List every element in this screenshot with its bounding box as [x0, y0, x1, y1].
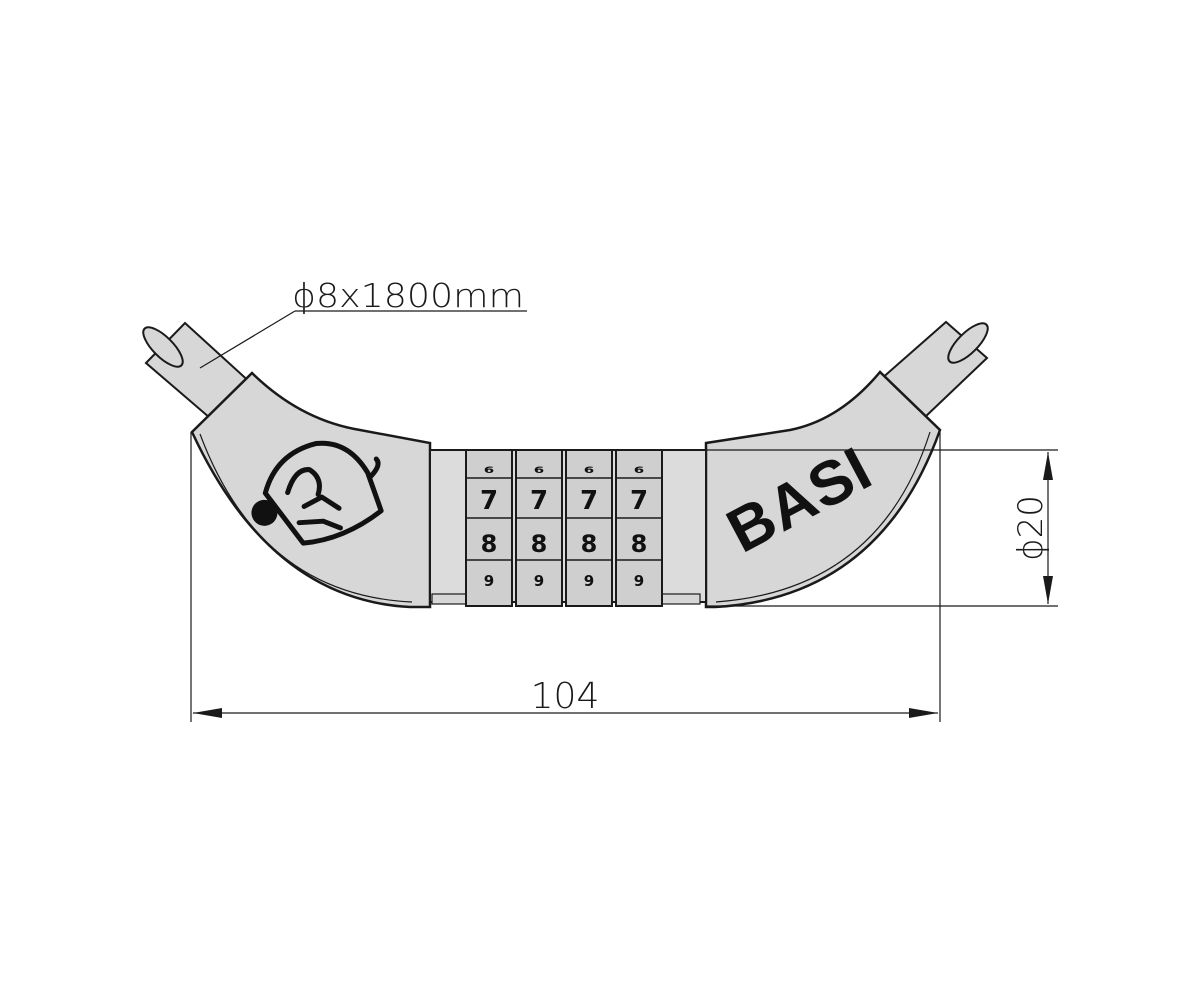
cable-spec-label: ϕ8x1800mm [292, 276, 524, 315]
dial-4-digit: 6 [634, 465, 644, 475]
dial-2-digit: 6 [534, 465, 544, 475]
cable-end-left-icon [142, 321, 255, 420]
combination-dials: 6 7 8 9 6 7 8 9 6 7 8 9 [465, 449, 663, 607]
dial-4[interactable]: 6 7 8 9 [615, 449, 663, 607]
width-dimension-label: 104 [531, 676, 600, 717]
dial-2-digit: 7 [530, 486, 548, 516]
lock-body-right [704, 370, 942, 609]
dial-2-digit: 8 [531, 530, 548, 558]
dial-4-digit: 8 [631, 530, 648, 558]
dial-1-digit: 9 [484, 572, 494, 590]
diameter-dimension-label: ϕ20 [1011, 495, 1051, 561]
dial-4-digit: 9 [634, 572, 644, 590]
bicycle-rider-logo-icon [251, 440, 384, 546]
dial-1-digit: 7 [480, 486, 498, 516]
width-dimension [190, 432, 941, 722]
dial-4-digit: 7 [630, 486, 648, 516]
dial-3[interactable]: 6 7 8 9 [565, 449, 613, 607]
lock-body-left [190, 371, 432, 609]
dial-1[interactable]: 6 7 8 9 [465, 449, 513, 607]
dial-1-digit: 8 [481, 530, 498, 558]
dial-3-digit: 7 [580, 486, 598, 516]
diameter-dimension [706, 449, 1058, 607]
dial-3-digit: 8 [581, 530, 598, 558]
dial-3-digit: 9 [584, 572, 594, 590]
dial-1-digit: 6 [484, 465, 494, 475]
cable-leader-line [199, 310, 296, 369]
dial-3-digit: 6 [584, 465, 594, 475]
dial-2-digit: 9 [534, 572, 544, 590]
dial-2[interactable]: 6 7 8 9 [515, 449, 563, 607]
